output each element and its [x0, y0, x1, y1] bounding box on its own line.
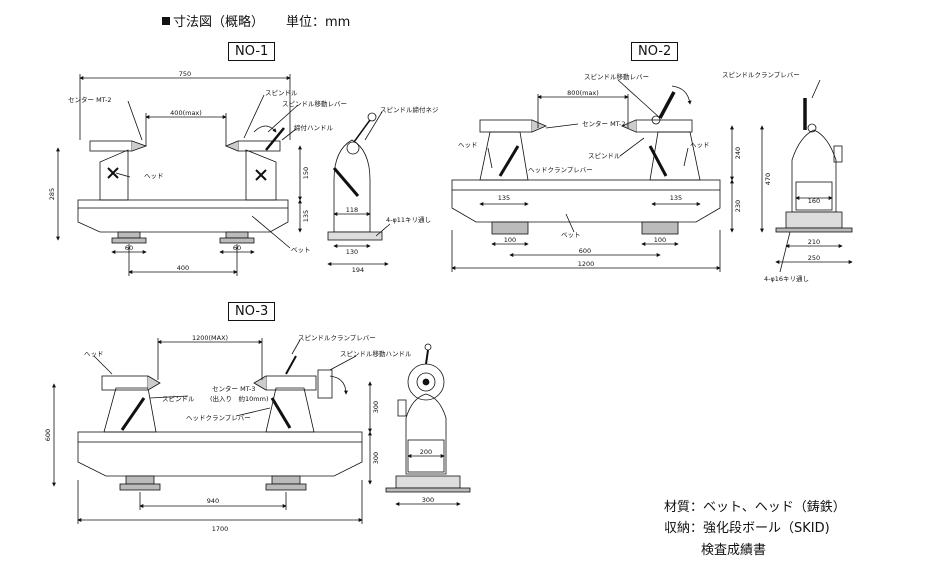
- no3-label: NO-3: [228, 302, 276, 321]
- no2-bed-label: ベット: [561, 231, 581, 239]
- no1-lever-label: スピンドル移動レバー: [282, 99, 347, 108]
- no2-hole-label: 4-φ16キリ通し: [764, 274, 809, 283]
- no2-lever-label: スピンドル移動レバー: [584, 72, 649, 81]
- no2-spindle-label: スピンドル: [588, 152, 621, 160]
- no3-head-clamp-label: ヘッドクランプレバー: [186, 414, 251, 422]
- no1-side118-dim: 118: [346, 206, 358, 214]
- no3-stroke-label: (出入り 約10mm): [210, 394, 269, 403]
- no2-w100b-dim: 100: [654, 236, 666, 244]
- no3-total-dim: 1700: [212, 525, 229, 533]
- no2-head-right-label: ヘッド: [690, 141, 710, 149]
- no3-center-label: センター MT-3: [212, 384, 256, 393]
- no1-height-dim: 285: [48, 188, 56, 200]
- no2-w135b-dim: 135: [670, 194, 682, 202]
- no3-side200-dim: 200: [420, 448, 432, 456]
- no2-max-dim: 800(max): [567, 89, 599, 97]
- no1-foot1-dim: 60: [125, 244, 133, 252]
- no2-w135a-dim: 135: [498, 194, 510, 202]
- note-storage: 収納：強化段ボール（SKID): [664, 521, 830, 536]
- no3-span-dim: 940: [207, 497, 219, 505]
- no1-spindle-label: スピンドル: [265, 89, 298, 97]
- no1-text: 750 400(max) 285 150 135 60 60 400 118 1…: [48, 70, 439, 274]
- no2-side210-dim: 210: [808, 238, 820, 246]
- no2-head-clamp-label: ヘッドクランプレバー: [528, 166, 593, 174]
- no3-h300b-dim: 300: [372, 452, 380, 464]
- no1-foot2-dim: 60: [233, 244, 241, 252]
- no3-handle-label: スピンドル移動ハンドル: [340, 349, 412, 358]
- no1-total-dim: 750: [179, 70, 191, 78]
- no1-label: NO-1: [228, 42, 276, 61]
- page-header: 寸法図（概略） 単位：mm: [162, 11, 350, 30]
- no3-text: 1200(MAX) 600 300 300 940 1700 200 300 ヘ…: [44, 334, 434, 533]
- no2-label: NO-2: [631, 42, 679, 61]
- no1-screw-label: スピンドル締付ネジ: [380, 105, 439, 114]
- no2-side-view: [775, 79, 853, 273]
- note-material: 材質：ベット、ヘッド（鋳鉄）: [664, 500, 846, 515]
- no3-max-dim: 1200(MAX): [192, 334, 228, 342]
- note-report: 検査成績書: [701, 543, 767, 558]
- no2-text: 800(max) 240 470 230 135 135 100 100 600…: [458, 71, 820, 283]
- no1-bed-label: ベット: [291, 246, 311, 254]
- no2-side160-dim: 160: [808, 197, 820, 205]
- square-bullet-icon: [162, 17, 170, 25]
- no3-spindle-label: スピンドル: [162, 395, 195, 403]
- no1-hole-label: 4-φ11キリ通し: [386, 215, 431, 224]
- no2-head-left-label: ヘッド: [458, 141, 478, 149]
- no1-h135-dim: 135: [302, 210, 310, 222]
- no1-side130-dim: 130: [346, 248, 358, 256]
- no2-h470-dim: 470: [764, 173, 772, 185]
- no1-front-view: [56, 74, 302, 276]
- no3-side-view: [385, 343, 471, 506]
- page-title: 寸法図（概略）: [173, 15, 265, 30]
- no2-total-dim: 1200: [578, 260, 595, 268]
- no1-head-label: ヘッド: [144, 172, 164, 180]
- no1-max-dim: 400(max): [170, 109, 202, 117]
- no3-height-dim: 600: [44, 429, 52, 441]
- no2-front-view: [451, 79, 764, 272]
- no2-center-label: センター MT-2: [582, 119, 626, 128]
- no1-handle-label: 締付ハンドル: [294, 123, 334, 132]
- no2-w100a-dim: 100: [504, 236, 516, 244]
- no1-h150-dim: 150: [302, 167, 310, 179]
- no1-span-dim: 400: [177, 264, 189, 272]
- unit-label: 単位：mm: [286, 15, 351, 30]
- no1-center-label: センター MT-2: [68, 95, 112, 104]
- no2-h240-dim: 240: [734, 147, 742, 159]
- no2-h230-dim: 230: [734, 200, 742, 212]
- no3-side300-dim: 300: [422, 496, 434, 504]
- no3-h300a-dim: 300: [372, 401, 380, 413]
- no1-side-view: [327, 111, 391, 266]
- no2-side250-dim: 250: [808, 254, 820, 262]
- no3-head-label: ヘッド: [84, 350, 104, 358]
- no2-clamp-label: スピンドルクランプレバー: [722, 71, 800, 79]
- no3-clamp-label: スピンドルクランプレバー: [298, 334, 376, 342]
- no3-front-view: [52, 338, 372, 524]
- no2-span-dim: 600: [579, 247, 591, 255]
- no1-side194-dim: 194: [352, 266, 364, 274]
